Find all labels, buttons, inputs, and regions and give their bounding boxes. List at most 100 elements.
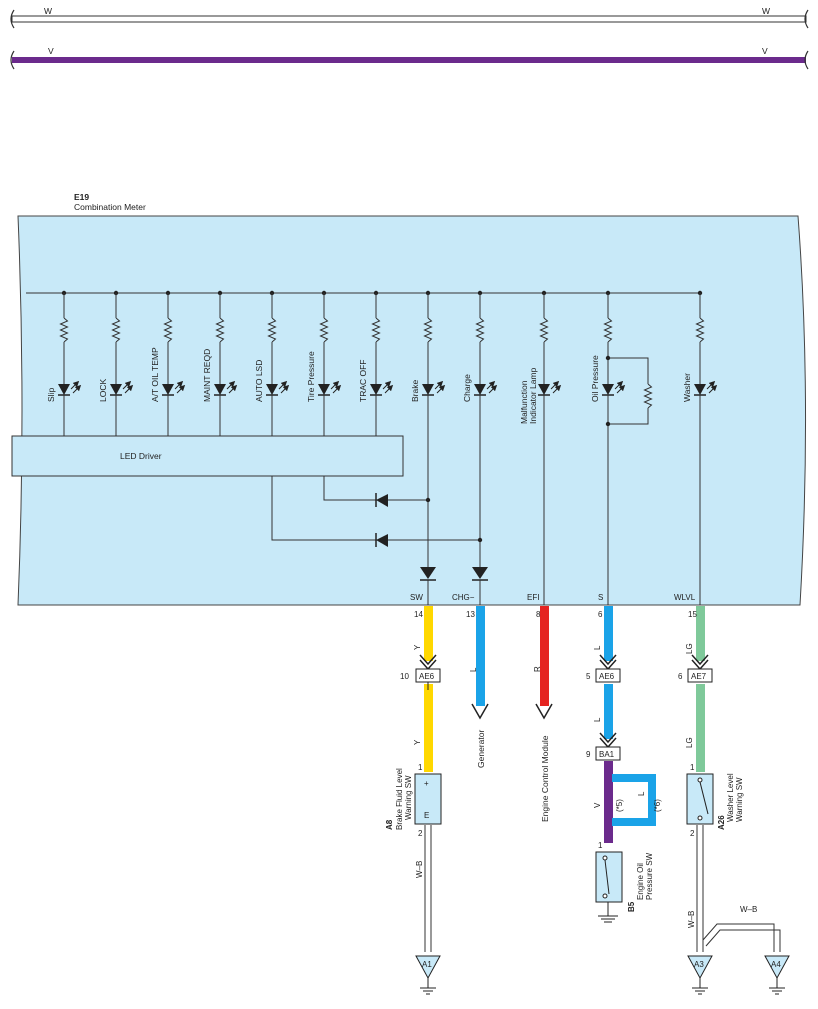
lamp-brake [422, 290, 446, 567]
wire-s [599, 606, 656, 843]
meter-ref: E19 [74, 192, 89, 202]
lamp-label-trac-off: TRAC OFF [358, 360, 368, 403]
lamp-oil-pressure [602, 290, 626, 605]
connector-ae6-left: AE6 10 [400, 668, 441, 683]
ground-a3: A3 [687, 955, 713, 995]
connector-ae6-left-pin: 10 [400, 672, 409, 681]
washer-sw-name-2: Warning SW [735, 777, 744, 822]
terminal-s: S [598, 593, 603, 602]
brake-sw-plus: + [424, 779, 429, 788]
terminal-sw: SW [410, 593, 423, 602]
terminal-wlvl: WLVL [674, 593, 696, 602]
brake-fluid-level-switch: + E 1 2 A8 Brake Fluid Level Warning SW … [385, 763, 442, 952]
wire-color-s-upper: L [593, 645, 602, 650]
washer-sw-pin-bottom: 2 [690, 829, 695, 838]
lamp-at-oil-temp [162, 290, 186, 436]
lamp-malfunction-indicator [538, 290, 562, 605]
lamp-label-brake: Brake [410, 380, 420, 402]
lamp-maint-reqd [214, 290, 238, 436]
ground-a1: A1 [415, 955, 441, 995]
wire-color-sw-upper: Y [413, 644, 422, 650]
wire-color-oil-v: V [593, 802, 602, 808]
engine-oil-pressure-switch: 1 B5 Engine Oil Pressure SW [595, 841, 654, 923]
brake-sw-pin-bottom: 2 [418, 829, 423, 838]
bus-w-right-label: W [762, 6, 770, 16]
wire-color-a1: W–B [415, 861, 424, 878]
washer-sw-pin-top: 1 [690, 763, 695, 772]
lamp-label-charge: Charge [462, 374, 472, 402]
pin-sw: 14 [414, 610, 423, 619]
bus-v-left-label: V [48, 46, 54, 56]
lamp-trac-off [370, 290, 394, 436]
lamp-tire-pressure [318, 290, 342, 436]
diode-branches [271, 476, 480, 541]
connector-ae7-pin: 6 [678, 672, 683, 681]
wire-color-s-lower: L [593, 717, 602, 722]
wire-wlvl [691, 606, 709, 772]
lamp-slip [58, 290, 82, 436]
lamp-lock [110, 290, 134, 436]
pin-s: 6 [598, 610, 603, 619]
wire-color-wlvl-upper: LG [685, 643, 694, 654]
wire-color-a4: W–B [740, 905, 757, 914]
oil-sw-pin: 1 [598, 841, 603, 850]
wire-color-a3: W–B [687, 911, 696, 928]
ground-a1-label: A1 [422, 960, 432, 969]
lamp-label-mil-2: Indicator Lamp [528, 368, 538, 424]
connector-ae6-right: AE6 5 [586, 668, 621, 683]
dest-generator: Generator [476, 730, 486, 768]
terminal-efi: EFI [527, 593, 539, 602]
bus-line-v: V V [10, 46, 809, 70]
oil-sw-ref: B5 [627, 901, 636, 912]
led-driver-box [11, 435, 404, 477]
wire-color-efi: R [533, 666, 542, 672]
branch-diode-upper [375, 493, 388, 507]
wire-chg [471, 606, 489, 720]
brake-sw-ref: A8 [385, 819, 394, 830]
ground-a4-label: A4 [771, 960, 781, 969]
oil-sw-name-1: Engine Oil [636, 863, 645, 900]
branch-diode-lower [375, 533, 388, 547]
washer-sw-name-1: Washer Level [726, 773, 735, 822]
lamp-label-maint-reqd: MAINT REQD [202, 349, 212, 402]
connector-ae6-left-name: AE6 [419, 672, 435, 681]
lamp-washer [694, 290, 718, 605]
combination-meter-box [17, 215, 807, 606]
lamp-label-slip: Slip [46, 388, 56, 402]
led-driver-label: LED Driver [120, 451, 162, 461]
wire-color-wlvl-lower: LG [685, 737, 694, 748]
brake-sw-pin-top: 1 [418, 763, 423, 772]
brake-sw-e: E [424, 811, 429, 820]
terminal-chg: CHG− [452, 593, 475, 602]
bus-line-w: W W [10, 6, 809, 29]
connector-ae6-right-name: AE6 [599, 672, 615, 681]
lamp-label-auto-lsd: AUTO LSD [254, 360, 264, 402]
lamp-auto-lsd [266, 290, 290, 436]
connector-ae6-right-pin: 5 [586, 672, 591, 681]
bus-w-left-label: W [44, 6, 52, 16]
dest-ecm: Engine Control Module [540, 735, 550, 822]
lamp-label-washer: Washer [682, 373, 692, 402]
wire-note-5: (*5) [615, 799, 624, 812]
lamp-label-at-oil-temp: A/T OIL TEMP [150, 347, 160, 402]
connector-ba1-name: BA1 [599, 750, 615, 759]
pin-efi: 8 [536, 610, 541, 619]
ground-a3-label: A3 [694, 960, 704, 969]
bus-v-right-label: V [762, 46, 768, 56]
washer-level-switch: 1 2 A26 Washer Level Warning SW W–B W–B [686, 763, 781, 952]
lamp-label-tire-pressure: Tire Pressure [306, 351, 316, 402]
pin-wlvl: 15 [688, 610, 697, 619]
wire-efi [535, 606, 553, 720]
pin-chg: 13 [466, 610, 475, 619]
wire-color-chg: L [469, 667, 478, 672]
brake-sw-name-1: Brake Fluid Level [395, 768, 404, 830]
ground-a4: A4 [764, 955, 790, 995]
wire-color-sw-lower: Y [413, 739, 422, 745]
connector-ba1-pin: 9 [586, 750, 591, 759]
wire-sw [419, 606, 437, 772]
lamp-label-oil-pressure: Oil Pressure [590, 355, 600, 402]
washer-sw-ref: A26 [717, 815, 726, 830]
lamp-label-mil-1: Malfunction [519, 380, 529, 424]
